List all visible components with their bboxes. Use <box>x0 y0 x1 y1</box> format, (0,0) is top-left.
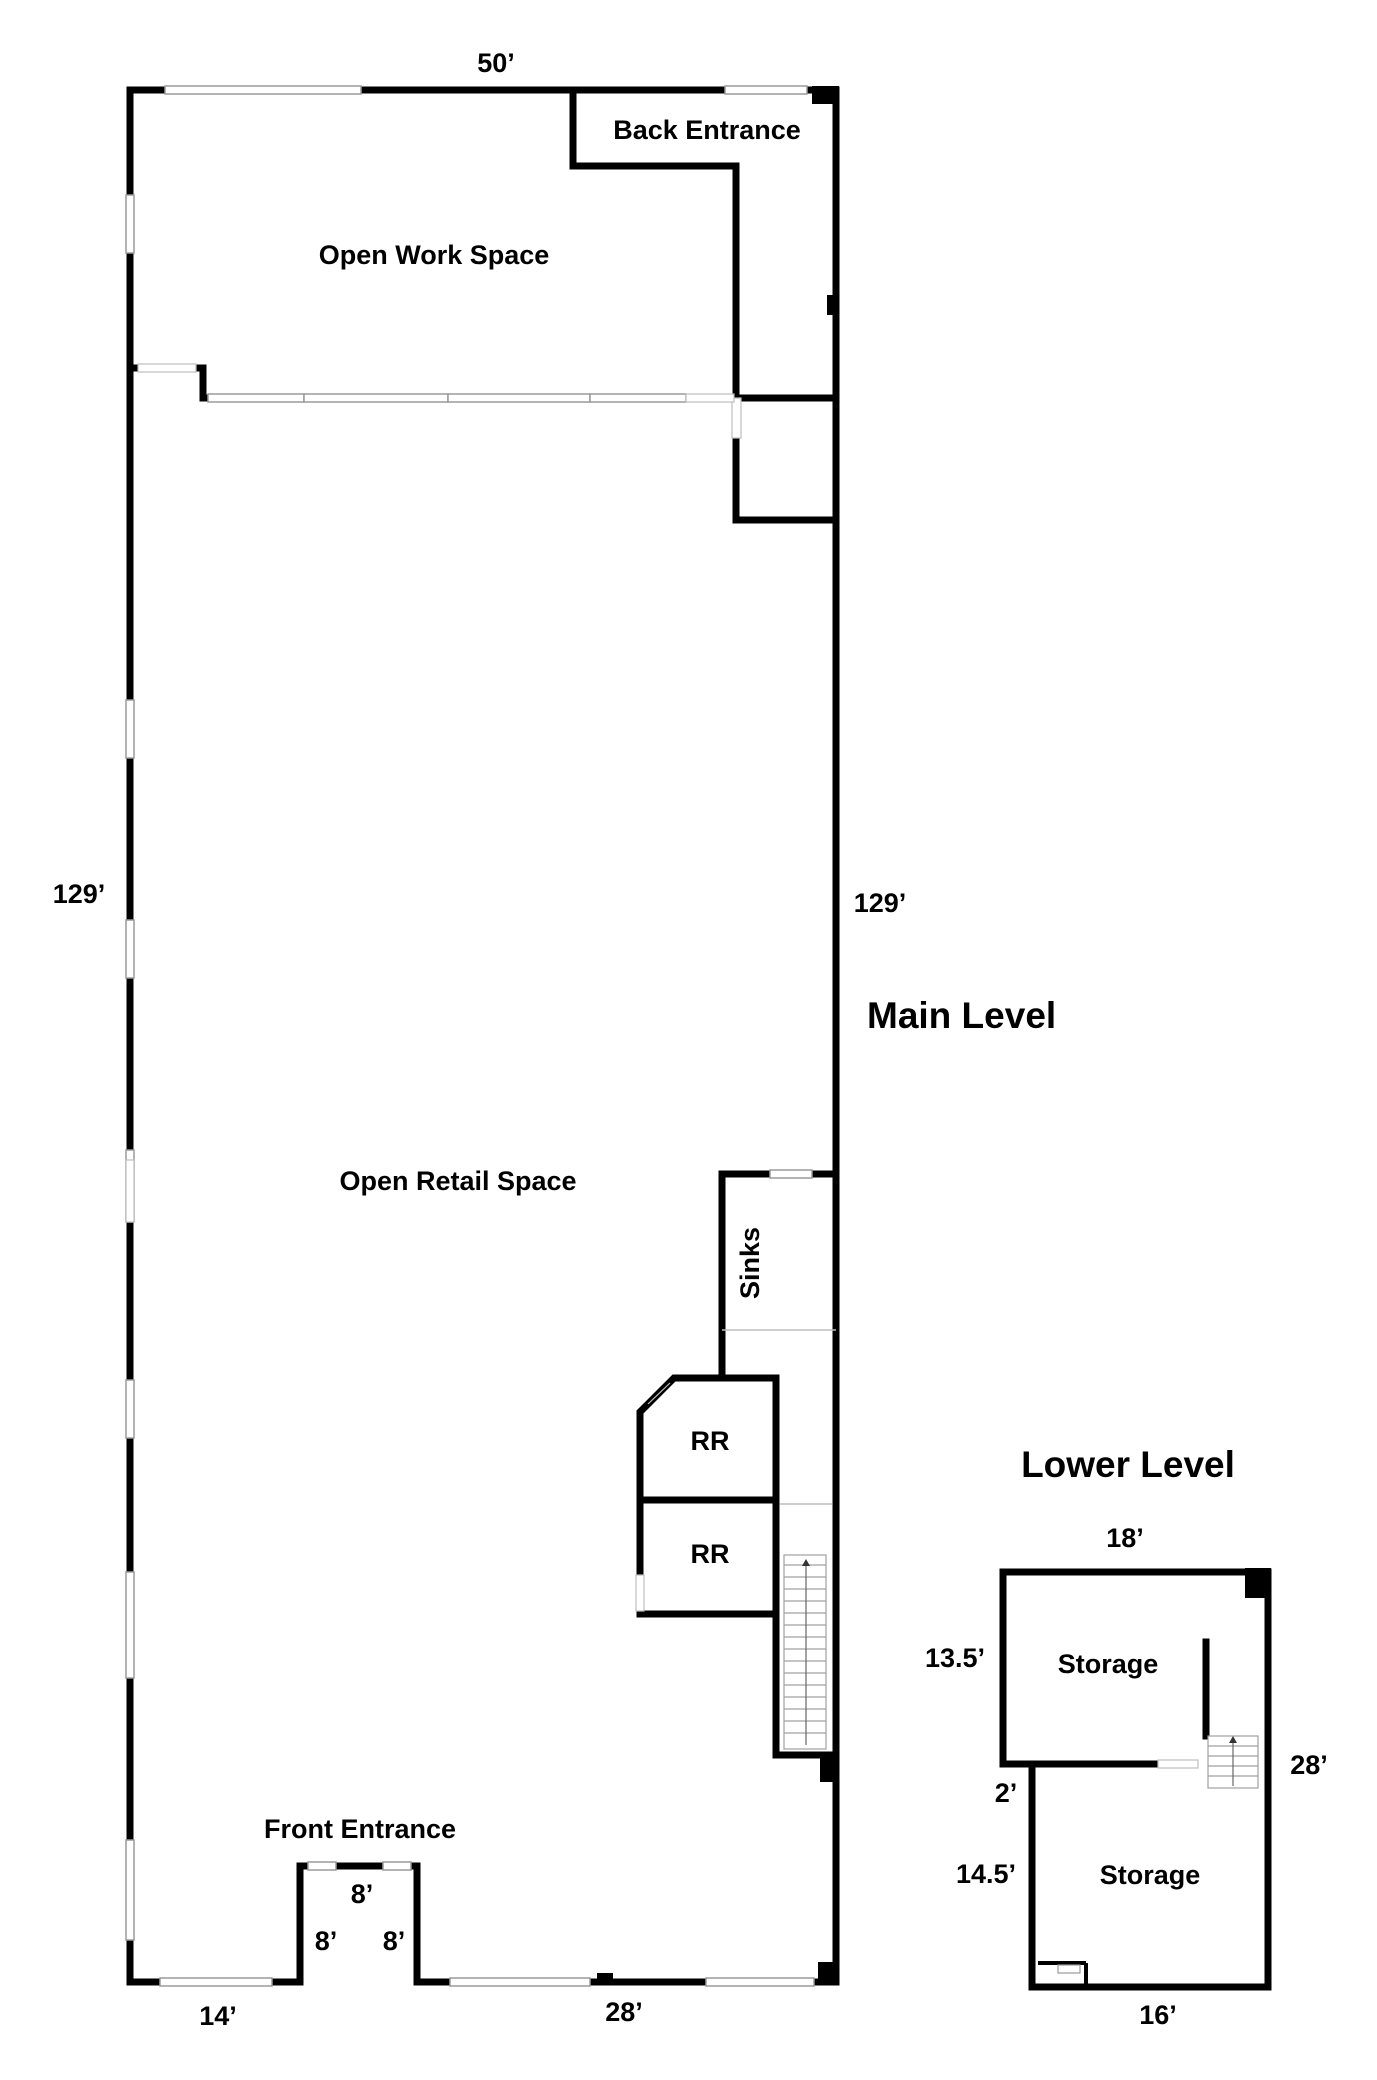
window <box>125 194 135 254</box>
dimension-left: 129’ <box>53 879 106 909</box>
dimension-bottom-left: 14’ <box>199 2001 237 2031</box>
entrance-door <box>307 1861 337 1871</box>
column <box>818 1962 836 1982</box>
lower-level-plan: Storage Storage 18’ 13.5’ 2’ 14.5’ 28’ 1… <box>925 1444 1328 2030</box>
back-entrance-wall <box>569 86 840 524</box>
room-label-open-work-space: Open Work Space <box>319 240 550 270</box>
column <box>597 1973 613 1983</box>
glass-partition <box>303 393 449 403</box>
column <box>1245 1568 1271 1598</box>
room-label-open-retail-space: Open Retail Space <box>339 1166 576 1196</box>
stair-arrow-icon <box>802 1559 810 1566</box>
window <box>705 1977 815 1987</box>
window <box>159 1977 273 1987</box>
dimension-lower-right: 28’ <box>1290 1750 1328 1780</box>
dimension-vestibule-left: 8’ <box>315 1926 338 1956</box>
glass-partition <box>207 393 305 403</box>
dimension-vestibule-top: 8’ <box>351 1879 374 1909</box>
room-label-sinks: Sinks <box>735 1227 765 1299</box>
column <box>827 295 836 315</box>
restroom-door <box>635 1574 645 1612</box>
column <box>812 86 839 104</box>
room-label-front-entrance: Front Entrance <box>264 1814 456 1844</box>
room-label-rr-upper: RR <box>691 1426 730 1456</box>
doorway <box>1157 1759 1199 1769</box>
window <box>164 85 362 95</box>
room-label-rr-lower: RR <box>691 1539 730 1569</box>
dimension-lower-top: 18’ <box>1106 1523 1144 1553</box>
stair-arrow-icon <box>1229 1736 1237 1743</box>
window <box>125 1571 135 1679</box>
glass-partition <box>589 393 687 403</box>
dimension-lower-upper-left: 13.5’ <box>925 1643 985 1673</box>
window <box>449 1977 591 1987</box>
doorway <box>137 363 197 373</box>
dimension-vestibule-right: 8’ <box>383 1926 406 1956</box>
window <box>125 919 135 979</box>
dimension-top: 50’ <box>477 48 515 78</box>
dimension-right: 129’ <box>854 888 907 918</box>
window <box>125 1839 135 1941</box>
window <box>125 699 135 759</box>
lower-staircase <box>1207 1735 1259 1789</box>
window <box>769 1169 813 1179</box>
window <box>125 1379 135 1439</box>
main-exterior-wall <box>126 86 840 1986</box>
window <box>724 85 808 95</box>
main-level-plan: Back Entrance Open Work Space Open Retai… <box>53 48 1056 2031</box>
utility-box <box>1038 1961 1088 1984</box>
dimension-lower-bottom: 16’ <box>1139 2000 1177 2030</box>
doorway <box>731 397 742 439</box>
staircase <box>783 1554 827 1750</box>
dimension-lower-step: 2’ <box>995 1778 1018 1808</box>
dimension-lower-lower-left: 14.5’ <box>956 1859 1016 1889</box>
room-label-storage-upper: Storage <box>1058 1649 1159 1679</box>
doorway <box>685 393 735 403</box>
main-level-title: Main Level <box>867 995 1056 1036</box>
restroom-wall <box>636 1374 780 1618</box>
lower-level-title: Lower Level <box>1021 1444 1235 1485</box>
glass-partition <box>447 393 591 403</box>
column <box>820 1752 836 1782</box>
door-swing <box>647 1382 671 1405</box>
room-label-back-entrance: Back Entrance <box>613 115 801 145</box>
stair-wall <box>772 1496 840 1759</box>
entrance-door <box>382 1861 412 1871</box>
dimension-bottom-right: 28’ <box>605 1997 643 2027</box>
door-opening <box>125 1159 135 1223</box>
room-label-storage-lower: Storage <box>1100 1860 1201 1890</box>
